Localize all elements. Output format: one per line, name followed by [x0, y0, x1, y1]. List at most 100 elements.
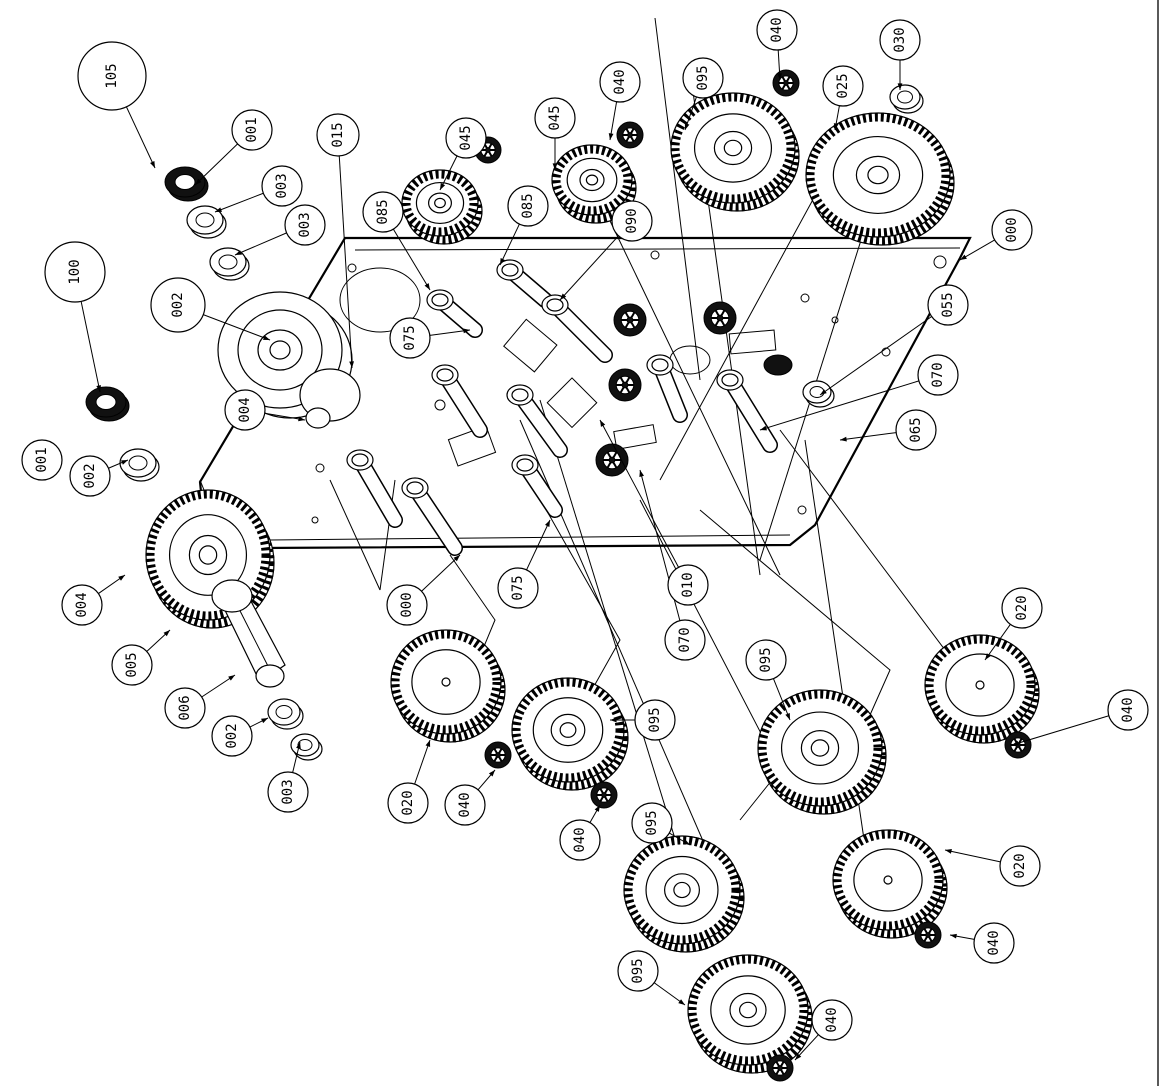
leader-b090	[559, 235, 619, 301]
leader-b004a	[264, 412, 306, 421]
leader-b055	[819, 316, 932, 396]
balloon-105: 105	[77, 41, 147, 111]
balloon-label: 070	[677, 627, 693, 652]
balloon-label: 015	[330, 122, 346, 147]
plate-wheel-2	[703, 301, 737, 335]
balloon-070: 070	[917, 354, 959, 396]
arrowhead-b040b	[777, 73, 783, 80]
balloon-label: 040	[572, 827, 588, 852]
balloon-label: 004	[74, 592, 90, 617]
arrowhead-b025	[833, 123, 839, 130]
gear-020-left	[390, 629, 506, 743]
arrowhead-b090	[560, 293, 567, 300]
wheel-040-8	[766, 1054, 794, 1082]
balloon-003: 003	[284, 204, 326, 246]
balloon-040: 040	[444, 784, 486, 826]
arrowhead-b095c	[683, 839, 690, 845]
shaft-010	[506, 384, 568, 458]
balloon-label: 040	[986, 930, 1002, 955]
balloon-label: 085	[375, 199, 391, 224]
arrowhead-b010	[600, 420, 606, 427]
balloon-label: 010	[680, 572, 696, 597]
balloon-095: 095	[631, 802, 673, 844]
balloon-085: 085	[362, 191, 404, 233]
arrowhead-b015	[349, 361, 355, 368]
arrowhead-b004a	[298, 416, 305, 422]
wheel-040-4	[484, 741, 512, 769]
shaft-middle	[646, 354, 688, 423]
arrowhead-b095d	[785, 713, 790, 720]
balloon-label: 006	[177, 695, 193, 720]
arrowhead-b002a	[263, 335, 270, 340]
balloon-025: 025	[822, 65, 864, 107]
balloon-label: 000	[1004, 217, 1020, 242]
balloon-000: 000	[991, 209, 1033, 251]
shaft-090	[541, 294, 613, 363]
balloon-004: 004	[224, 389, 266, 431]
balloon-020: 020	[999, 845, 1041, 887]
gear-020-bottom	[832, 829, 948, 939]
shaft-000-left	[401, 477, 463, 556]
leader-b001a	[194, 143, 238, 186]
leader-b000b	[421, 554, 461, 592]
balloon-label: 020	[1012, 853, 1028, 878]
balloon-001: 001	[231, 109, 273, 151]
balloon-100: 100	[44, 241, 106, 303]
balloon-095: 095	[682, 57, 724, 99]
leader-b085a	[392, 228, 431, 291]
shaft-070-right	[716, 369, 778, 453]
balloon-002: 002	[211, 715, 253, 757]
pulley-002	[217, 291, 361, 429]
balloon-label: 075	[402, 325, 418, 350]
balloon-075: 075	[389, 317, 431, 359]
washer-002-bottom	[267, 698, 304, 730]
gear-095-top	[670, 92, 800, 212]
arrowhead-b005	[163, 630, 170, 637]
washer-003-bottom	[290, 733, 323, 761]
leader-b100	[80, 301, 101, 393]
arrowhead-b105	[150, 161, 155, 168]
leader-b070a	[759, 380, 920, 431]
parts-layer	[85, 69, 1040, 1082]
balloon-label: 000	[399, 592, 415, 617]
leader-b075b	[526, 519, 551, 571]
arrowhead-b085a	[424, 283, 430, 290]
wheel-040-2	[772, 69, 800, 97]
plate-wheel-3	[608, 368, 642, 402]
leader-b003a	[214, 192, 264, 213]
arrowhead-b075b	[545, 520, 550, 527]
balloon-055: 055	[927, 284, 969, 326]
gear-045-right	[551, 144, 637, 224]
balloon-label: 090	[624, 208, 640, 233]
balloon-label: 040	[1120, 697, 1136, 722]
leader-b006	[201, 674, 236, 698]
arrowhead-b070a	[760, 425, 767, 431]
gear-020-right	[924, 634, 1040, 744]
balloon-090: 090	[611, 200, 653, 242]
shaft-075-lower	[511, 454, 563, 518]
arrowhead-b065	[840, 436, 847, 442]
leader-b020a	[414, 739, 431, 785]
hex-shaft-006	[211, 579, 286, 688]
arrowhead-b004b	[118, 575, 125, 581]
leader-b002a	[203, 314, 271, 341]
arrowhead-b020a	[425, 740, 431, 747]
washer-002-left	[119, 448, 160, 482]
balloon-label: 030	[892, 27, 908, 52]
arrowhead-b040e	[1012, 740, 1019, 746]
washer-003-b	[209, 247, 250, 281]
arrowhead-b100	[96, 385, 102, 392]
balloon-045: 045	[534, 97, 576, 139]
arrowhead-b095e	[678, 999, 685, 1005]
arrowhead-b001a	[195, 178, 202, 185]
wheel-040-1	[616, 121, 644, 149]
balloon-075: 075	[497, 567, 539, 609]
balloon-label: 095	[695, 65, 711, 90]
balloon-callouts: 1050010030030150021000040010020040050060…	[21, 9, 1149, 1041]
balloon-label: 003	[274, 173, 290, 198]
shaft-center	[431, 364, 488, 438]
arrowhead-b040g	[795, 1053, 802, 1060]
balloon-001: 001	[21, 439, 63, 481]
balloon-003: 003	[261, 165, 303, 207]
